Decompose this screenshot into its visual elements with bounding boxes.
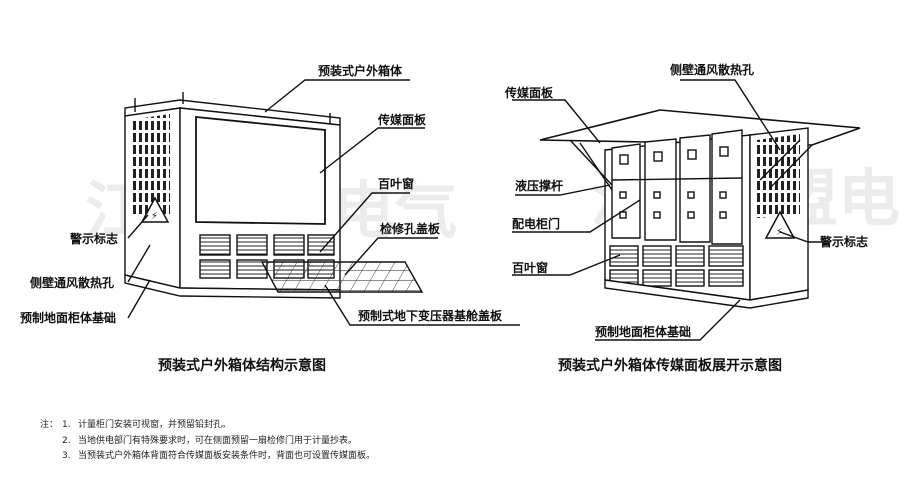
note-row-3: 3. 当预装式户外箱体背面符合传媒面板安装条件时，背面也可设置传媒面板。 (40, 449, 760, 465)
right-leader-louver (512, 254, 621, 276)
label-louver-right: 百叶窗 (512, 260, 548, 275)
label-media-panel-right: 传媒面板 (504, 85, 554, 100)
left-media-panel (195, 116, 326, 225)
right-leader-media-panel (512, 99, 601, 144)
note-row-1: 注： 1. 计量柜门安装可视窗，并预留铅封孔。 (40, 418, 760, 434)
left-leader-base-cover (324, 284, 520, 326)
label-vent-left: 侧壁通风散热孔 (30, 275, 114, 290)
label-media-panel-left: 传媒面板 (377, 112, 427, 127)
right-louver-2 (642, 245, 672, 267)
note-text: 计量柜门安装可视窗，并预留铅封孔。 (78, 420, 232, 430)
right-leader-door (512, 199, 641, 233)
right-diagram: ⚡ (512, 79, 861, 341)
right-rod-left (569, 139, 613, 186)
label-louver-left: 百叶窗 (378, 176, 414, 191)
right-leader-foundation (595, 299, 741, 341)
note-text: 当预装式户外箱体背面符合传媒面板安装条件时，背面也可设置传媒面板。 (78, 451, 376, 461)
right-cabinet-door-1 (611, 143, 641, 239)
left-leader-vent (127, 244, 151, 283)
label-hatch-cover: 检修孔盖板 (380, 221, 441, 236)
right-leader-warning (779, 231, 830, 243)
label-enclosure: 预装式户外箱体 (318, 63, 403, 78)
note-text: 当地供电部门有特殊要求时，可在侧面预留一扇检修门用于计量抄表。 (78, 435, 358, 446)
right-rod-right (759, 139, 801, 181)
label-warning-left: 警示标志 (69, 231, 118, 246)
right-base (604, 279, 809, 309)
notes: 注： 1. 计量柜门安装可视窗，并预留铅封孔。 2. 当地供电部门有特殊要求时，… (40, 418, 760, 465)
label-hydraulic-rod: 液压撑杆 (515, 178, 563, 193)
right-leader-rod (515, 184, 611, 196)
label-transformer-cover: 预制式地下变压器基舱盖板 (358, 308, 503, 323)
right-louver-3 (675, 245, 705, 267)
left-side-vent (130, 114, 170, 215)
left-warning-sign (140, 196, 170, 223)
right-cabinet-door-2 (644, 138, 677, 241)
label-foundation-right: 预制地面柜体基础 (595, 324, 691, 339)
caption-right: 预装式户外箱体传媒面板展开示意图 (558, 357, 782, 374)
left-diagram: ⚡ (124, 79, 520, 326)
left-louver-1 (199, 234, 231, 256)
label-foundation-left: 预制地面柜体基础 (20, 310, 116, 325)
left-louver-4 (199, 259, 231, 279)
note-number: 2. (62, 435, 71, 446)
label-warning-right: 警示标志 (819, 234, 868, 249)
note-number: 1. (62, 420, 71, 430)
right-leader-vent (680, 79, 781, 151)
left-leader-hatch (344, 237, 438, 276)
left-leader-warning (127, 214, 149, 239)
label-distribution-door: 配电柜门 (512, 216, 560, 231)
label-vent-right: 侧壁通风散热孔 (670, 62, 754, 77)
left-louver-7 (307, 234, 335, 256)
right-cabinet-door-3 (679, 134, 711, 243)
note-row-2: 2. 当地供电部门有特殊要求时，可在侧面预留一扇检修门用于计量抄表。 (40, 434, 760, 450)
notes-prefix: 注： (40, 420, 59, 430)
left-leader-enclosure (264, 79, 410, 113)
left-leader-louver (319, 192, 410, 253)
left-leader-media-panel (319, 127, 425, 174)
left-leader-foundation (127, 279, 151, 319)
left-warning-glyph: ⚡ (151, 211, 158, 222)
caption-left: 预装式户外箱体结构示意图 (158, 357, 326, 374)
right-warning-sign (764, 210, 796, 239)
right-louver-1 (609, 245, 639, 267)
left-transformer-cover (260, 261, 424, 293)
left-louver-2 (236, 234, 268, 256)
right-side-vent (757, 134, 800, 218)
right-louver-4 (708, 245, 744, 267)
left-louver-3 (273, 234, 305, 256)
note-number: 3. (62, 451, 71, 461)
right-warning-glyph: ⚡ (776, 227, 783, 238)
